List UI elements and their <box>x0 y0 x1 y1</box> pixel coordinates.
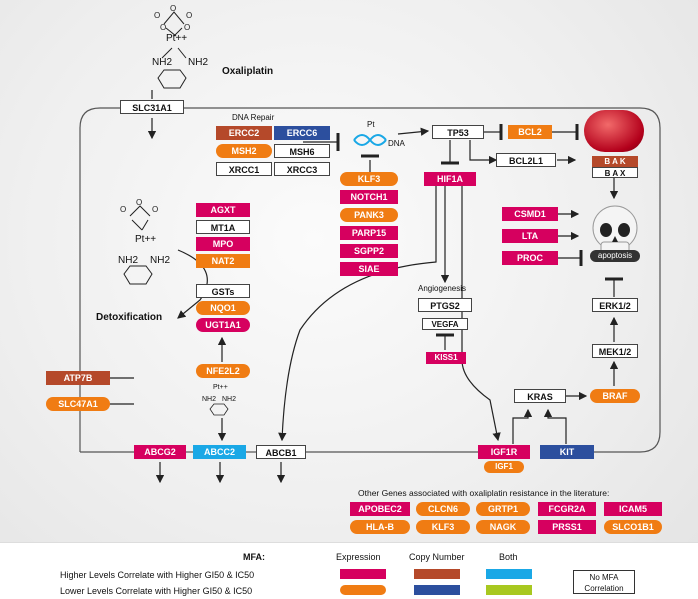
drug-name: Oxaliplatin <box>222 66 274 77</box>
other-gene-prss1[interactable]: PRSS1 <box>538 520 596 534</box>
apoptosis-label: apoptosis <box>590 250 640 262</box>
legend-both: Both <box>499 552 518 562</box>
oxaliplatin-structure-detox: OOO <box>120 198 158 285</box>
gene-igf1r[interactable]: IGF1R <box>478 445 530 459</box>
gene-mt1a[interactable]: MT1A <box>196 220 250 234</box>
gene-erk[interactable]: ERK1/2 <box>592 298 638 312</box>
nh2-left-small: NH2 <box>202 396 217 403</box>
gene-igf1[interactable]: IGF1 <box>484 461 524 473</box>
gene-kras[interactable]: KRAS <box>514 389 566 403</box>
nh2-right-detox: NH2 <box>150 255 171 266</box>
gene-xrcc3[interactable]: XRCC3 <box>274 162 330 176</box>
nh2-right-top: NH2 <box>188 57 209 68</box>
nh2-right-small: NH2 <box>222 396 237 403</box>
gene-bcl2l1[interactable]: BCL2L1 <box>496 153 556 167</box>
legend-swatch-both-lower <box>486 585 532 595</box>
gene-msh6[interactable]: MSH6 <box>274 144 330 158</box>
gene-atp7b[interactable]: ATP7B <box>46 371 110 385</box>
gene-nfe2l2[interactable]: NFE2L2 <box>196 364 250 378</box>
other-gene-nagk[interactable]: NAGK <box>476 520 530 534</box>
gene-parp15[interactable]: PARP15 <box>340 226 398 240</box>
gene-kit[interactable]: KIT <box>540 445 594 459</box>
gene-slc31a1[interactable]: SLC31A1 <box>120 100 184 114</box>
cell-membrane <box>79 107 661 453</box>
gene-gsts[interactable]: GSTs <box>196 284 250 298</box>
svg-text:O: O <box>186 11 192 20</box>
gene-abcb1[interactable]: ABCB1 <box>256 445 306 459</box>
legend-swatch-both-higher <box>486 569 532 579</box>
gene-pank3[interactable]: PANK3 <box>340 208 398 222</box>
gene-klf3[interactable]: KLF3 <box>340 172 398 186</box>
gene-lta[interactable]: LTA <box>502 229 558 243</box>
gene-mpo[interactable]: MPO <box>196 237 250 251</box>
pt-dna-label: Pt <box>367 120 375 129</box>
dna-repair-label: DNA Repair <box>232 113 275 122</box>
gene-proc[interactable]: PROC <box>502 251 558 265</box>
gene-csmd1[interactable]: CSMD1 <box>502 207 558 221</box>
gene-vegfa[interactable]: VEGFA <box>422 318 468 330</box>
angiogenesis-label: Angiogenesis <box>418 284 467 293</box>
gene-tp53[interactable]: TP53 <box>432 125 484 139</box>
gene-abcc2[interactable]: ABCC2 <box>193 445 246 459</box>
svg-text:O: O <box>120 205 126 214</box>
gene-nat2[interactable]: NAT2 <box>196 254 250 268</box>
legend-higher: Higher Levels Correlate with Higher GI50… <box>60 570 255 580</box>
other-gene-apobec2[interactable]: APOBEC2 <box>350 502 410 516</box>
pt-label-top: Pt++ <box>166 33 188 44</box>
legend-lower: Lower Levels Correlate with Higher GI50 … <box>60 586 253 596</box>
nh2-left-detox: NH2 <box>118 255 139 266</box>
legend-copy-number: Copy Number <box>409 552 465 562</box>
other-gene-fcgr2a[interactable]: FCGR2A <box>538 502 596 516</box>
legend-swatch-copy-lower <box>414 585 460 595</box>
gene-mek[interactable]: MEK1/2 <box>592 344 638 358</box>
gene-siae[interactable]: SIAE <box>340 262 398 276</box>
gene-bax[interactable]: B A X <box>592 167 638 178</box>
gene-ptgs2[interactable]: PTGS2 <box>418 298 472 312</box>
gene-msh2[interactable]: MSH2 <box>216 144 272 158</box>
legend-swatch-copy-higher <box>414 569 460 579</box>
other-gene-hla-b[interactable]: HLA-B <box>350 520 410 534</box>
gene-hif1a[interactable]: HIF1A <box>424 172 476 186</box>
gene-agxt[interactable]: AGXT <box>196 203 250 217</box>
legend-no-mfa: No MFA Correlation <box>573 570 635 594</box>
detoxification-label: Detoxification <box>96 312 163 323</box>
gene-notch1[interactable]: NOTCH1 <box>340 190 398 204</box>
other-gene-klf3[interactable]: KLF3 <box>416 520 470 534</box>
other-gene-clcn6[interactable]: CLCN6 <box>416 502 470 516</box>
legend-expression: Expression <box>336 552 381 562</box>
legend-swatch-expression-lower <box>340 585 386 595</box>
pt-label-detox: Pt++ <box>135 234 157 245</box>
gene-bak[interactable]: B A K <box>592 156 638 167</box>
dna-label: DNA <box>388 139 405 148</box>
gene-braf[interactable]: BRAF <box>590 389 640 403</box>
gene-xrcc1[interactable]: XRCC1 <box>216 162 272 176</box>
legend-swatch-expression-higher <box>340 569 386 579</box>
pt-label-small: Pt++ <box>213 384 228 391</box>
other-genes-title: Other Genes associated with oxaliplatin … <box>358 488 610 498</box>
svg-text:O: O <box>136 198 142 207</box>
svg-text:O: O <box>160 23 166 32</box>
gene-ercc6[interactable]: ERCC6 <box>274 126 330 140</box>
gene-ugt1a1[interactable]: UGT1A1 <box>196 318 250 332</box>
svg-text:O: O <box>152 205 158 214</box>
other-gene-icam5[interactable]: ICAM5 <box>604 502 662 516</box>
svg-text:O: O <box>184 23 190 32</box>
gene-nqo1[interactable]: NQO1 <box>196 301 250 315</box>
other-gene-grtp1[interactable]: GRTP1 <box>476 502 530 516</box>
gene-ercc2[interactable]: ERCC2 <box>216 126 272 140</box>
gene-kiss1[interactable]: KISS1 <box>426 352 466 364</box>
svg-text:O: O <box>154 11 160 20</box>
gene-bcl2[interactable]: BCL2 <box>508 125 552 139</box>
nh2-left-top: NH2 <box>152 57 173 68</box>
gene-abcg2[interactable]: ABCG2 <box>134 445 186 459</box>
mitochondrion-icon <box>584 110 644 152</box>
dna-icon <box>353 134 387 146</box>
gene-sgpp2[interactable]: SGPP2 <box>340 244 398 258</box>
gene-slc47a1[interactable]: SLC47A1 <box>46 397 110 411</box>
other-gene-slco1b1[interactable]: SLCO1B1 <box>604 520 662 534</box>
svg-text:O: O <box>170 4 176 13</box>
legend-mfa-title: MFA: <box>243 552 265 562</box>
